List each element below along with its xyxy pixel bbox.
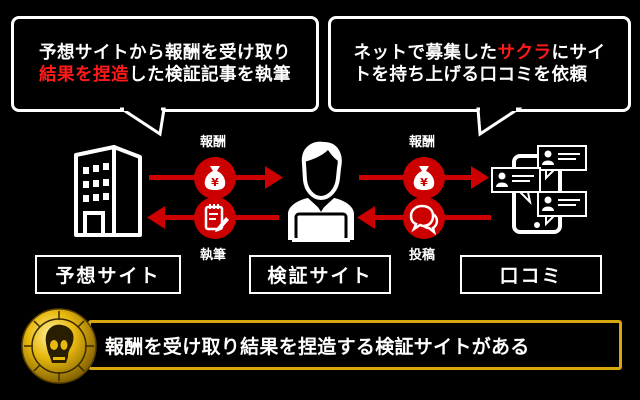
summary-bar: 報酬を受け取り結果を捏造する検証サイトがある	[88, 320, 622, 370]
svg-text:¥: ¥	[211, 176, 219, 189]
right-speech-bubble: ネットで募集したサクラにサイ トを持ち上げる口コミを依頼	[328, 16, 631, 112]
right-bubble-line2: トを持ち上げる口コミを依頼	[353, 65, 588, 85]
right-bottom-label: 投稿	[409, 248, 436, 263]
left-speech-bubble: 予想サイトから報酬を受け取り 結果を捏造した検証記事を執筆	[11, 16, 319, 112]
svg-text:¥: ¥	[420, 176, 428, 189]
prediction-site-box: 予想サイト	[35, 255, 181, 294]
right-bubble-highlight: サクラ	[497, 43, 552, 63]
notepad-pen-icon	[194, 197, 236, 239]
left-bubble-tail	[120, 106, 166, 137]
review-bubble-middle	[491, 167, 541, 206]
right-bubble-line1: ネットで募集したサクラにサイ	[354, 42, 606, 64]
left-top-label: 報酬	[200, 135, 227, 150]
verification-site-box: 検証サイト	[249, 255, 391, 294]
right-bubble-line1-a: ネットで募集した	[353, 43, 498, 63]
person-laptop-icon	[288, 141, 354, 242]
money-bag-yen-icon: ¥	[403, 157, 445, 199]
right-bubble-tail	[476, 106, 522, 137]
summary-text: 報酬を受け取り結果を捏造する検証サイトがある	[105, 335, 530, 358]
left-bubble-highlight: 結果を捏造	[39, 65, 129, 85]
review-bubble-top	[537, 145, 587, 181]
skull-coin-icon	[21, 308, 97, 384]
left-bubble-line2: 結果を捏造した検証記事を執筆	[39, 64, 291, 86]
building-icon	[74, 145, 142, 237]
right-bubble-text: ネットで募集したサクラにサイ トを持ち上げる口コミを依頼	[354, 42, 606, 86]
phone-reviews-icon	[491, 145, 587, 234]
left-bubble-line1: 予想サイトから報酬を受け取り	[39, 43, 291, 63]
left-bubble-line2-rest: した検証記事を執筆	[129, 65, 291, 85]
right-bubble-line1-b: にサイ	[551, 43, 606, 63]
review-bubble-bottom	[537, 191, 587, 227]
right-top-label: 報酬	[409, 135, 436, 150]
money-bag-yen-icon: ¥	[194, 157, 236, 199]
chat-bubbles-icon	[403, 197, 445, 239]
reviews-box: 口コミ	[460, 255, 602, 294]
left-bubble-text: 予想サイトから報酬を受け取り 結果を捏造した検証記事を執筆	[39, 42, 291, 86]
left-bottom-label: 執筆	[200, 248, 227, 263]
